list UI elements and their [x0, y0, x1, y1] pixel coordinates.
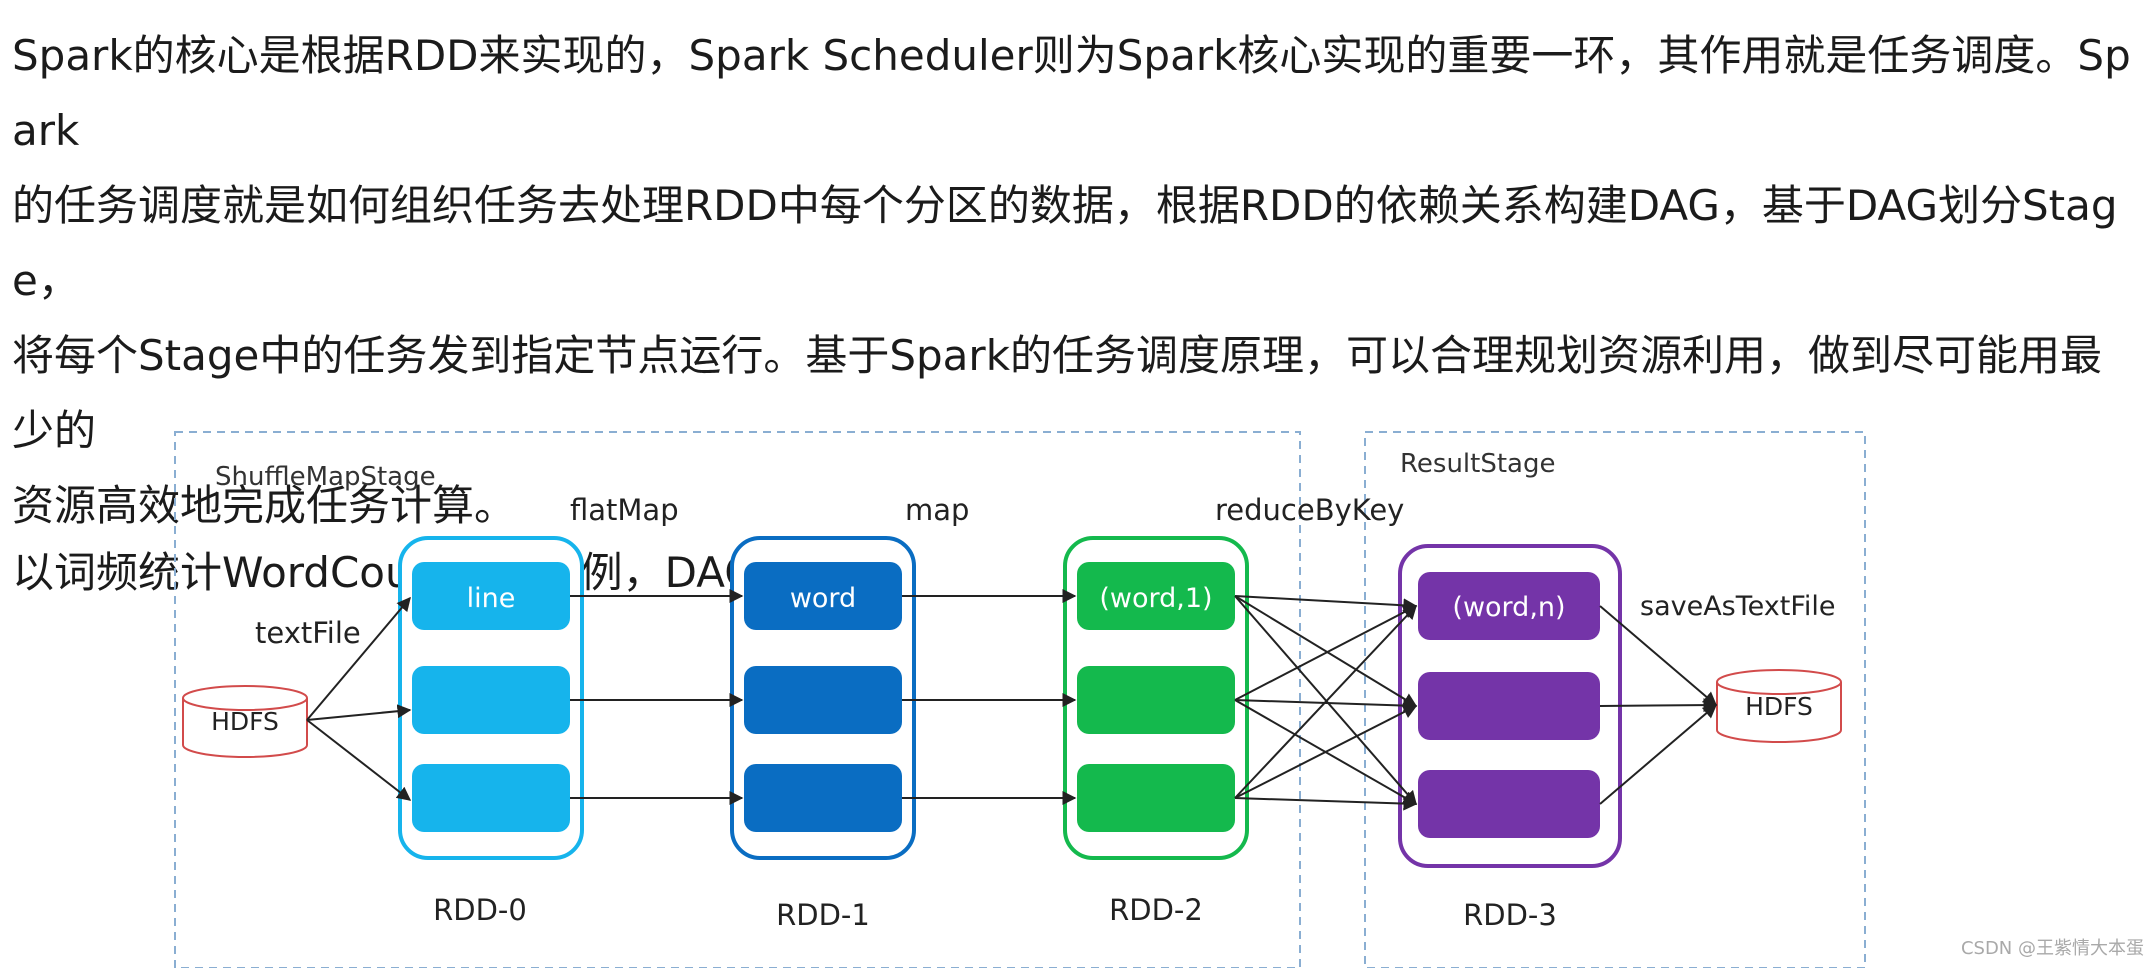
arrow-save-p1 [1599, 605, 1718, 706]
shuffle-map-stage-label: ShuffleMapStage [215, 462, 436, 492]
op-flatmap-label: flatMap [570, 493, 679, 527]
dag-diagram: ShuffleMapStage ResultStage textFile fla… [160, 420, 1880, 968]
rdd-2-partition-1-label: (word,1) [1099, 583, 1212, 614]
rdd-3-name: RDD-3 [1463, 898, 1557, 932]
arrows-map [902, 589, 1077, 805]
paragraph-line-2: 的任务调度就是如何组织任务去处理RDD中每个分区的数据，根据RDD的依赖关系构建… [12, 181, 2118, 305]
csdn-watermark: CSDN @王紫情大本蛋 [1960, 938, 2144, 959]
result-stage-label: ResultStage [1400, 449, 1555, 479]
rdd-2-partition-1 [1077, 562, 1235, 630]
shuffle-map-stage-box [174, 431, 1301, 968]
arrow-save-p3 [1599, 704, 1718, 805]
rdd-0-partition-1-label: line [467, 583, 516, 614]
arrow-shuffle-3-1 [1234, 604, 1417, 799]
rdd-3-partition-1-label: (word,n) [1452, 592, 1565, 623]
rdd-1-partition-2 [744, 666, 902, 734]
arrows-textfile [306, 596, 412, 801]
rdd-0-partition-1 [412, 562, 570, 630]
rdd-3-group: (word,n) RDD-3 [1398, 544, 1622, 932]
arrows-reducebykey [1234, 595, 1418, 811]
hdfs-input-label: HDFS [211, 707, 279, 736]
arrow-hdfs-to-rdd0-p2 [306, 704, 412, 721]
rdd-3-partition-3 [1418, 770, 1600, 838]
op-textfile-label: textFile [255, 616, 361, 650]
op-reducebykey-label: reduceByKey [1215, 493, 1404, 527]
hdfs-input-cylinder: HDFS [182, 685, 308, 758]
rdd-1-name: RDD-1 [776, 898, 870, 932]
arrows-flatmap [570, 589, 744, 805]
rdd-2-name: RDD-2 [1109, 893, 1203, 927]
rdd-0-name: RDD-0 [433, 893, 527, 927]
hdfs-output-cylinder: HDFS [1716, 669, 1842, 743]
dag-diagram-svg: ShuffleMapStage ResultStage textFile fla… [174, 431, 1866, 968]
rdd-3-partition-2 [1418, 672, 1600, 740]
arrow-shuffle-2-1 [1234, 605, 1418, 701]
paragraph-line-3: 将每个Stage中的任务发到指定节点运行。基于Spark的任务调度原理，可以合理… [12, 331, 2103, 455]
arrow-shuffle-3-2 [1234, 705, 1418, 799]
paragraph-line-1: Spark的核心是根据RDD来实现的，Spark Scheduler则为Spar… [12, 31, 2131, 155]
rdd-1-group: word RDD-1 [730, 536, 916, 932]
arrow-shuffle-1-2 [1234, 595, 1418, 707]
rdd-0-group: line RDD-0 [398, 536, 584, 927]
rdd-2-partition-2 [1077, 666, 1235, 734]
arrow-hdfs-to-rdd0-p3 [306, 719, 412, 801]
rdd-2-group: (word,1) RDD-2 [1063, 536, 1249, 927]
paragraph-line-4: 资源高效地完成任务计算。 [12, 481, 517, 530]
arrow-save-p2 [1599, 698, 1718, 713]
arrow-hdfs-to-rdd0-p1 [306, 596, 411, 721]
arrow-shuffle-1-1 [1234, 595, 1418, 613]
arrows-saveastextfile [1599, 605, 1718, 805]
rdd-2-partition-3 [1077, 764, 1235, 832]
intro-paragraph: Spark的核心是根据RDD来实现的，Spark Scheduler则为Spar… [12, 18, 2142, 543]
rdd-0-partition-2 [412, 666, 570, 734]
rdd-0-partition-3 [412, 764, 570, 832]
hdfs-output-label: HDFS [1745, 692, 1813, 721]
rdd-1-partition-1-label: word [790, 583, 856, 614]
op-map-label: map [905, 493, 969, 527]
rdd-1-partition-1 [744, 562, 902, 630]
rdd-1-partition-3 [744, 764, 902, 832]
arrow-shuffle-1-3 [1234, 595, 1417, 806]
arrow-shuffle-3-3 [1234, 796, 1418, 811]
op-saveastextfile-label: saveAsTextFile [1640, 591, 1836, 622]
rdd-3-partition-1 [1418, 572, 1600, 640]
